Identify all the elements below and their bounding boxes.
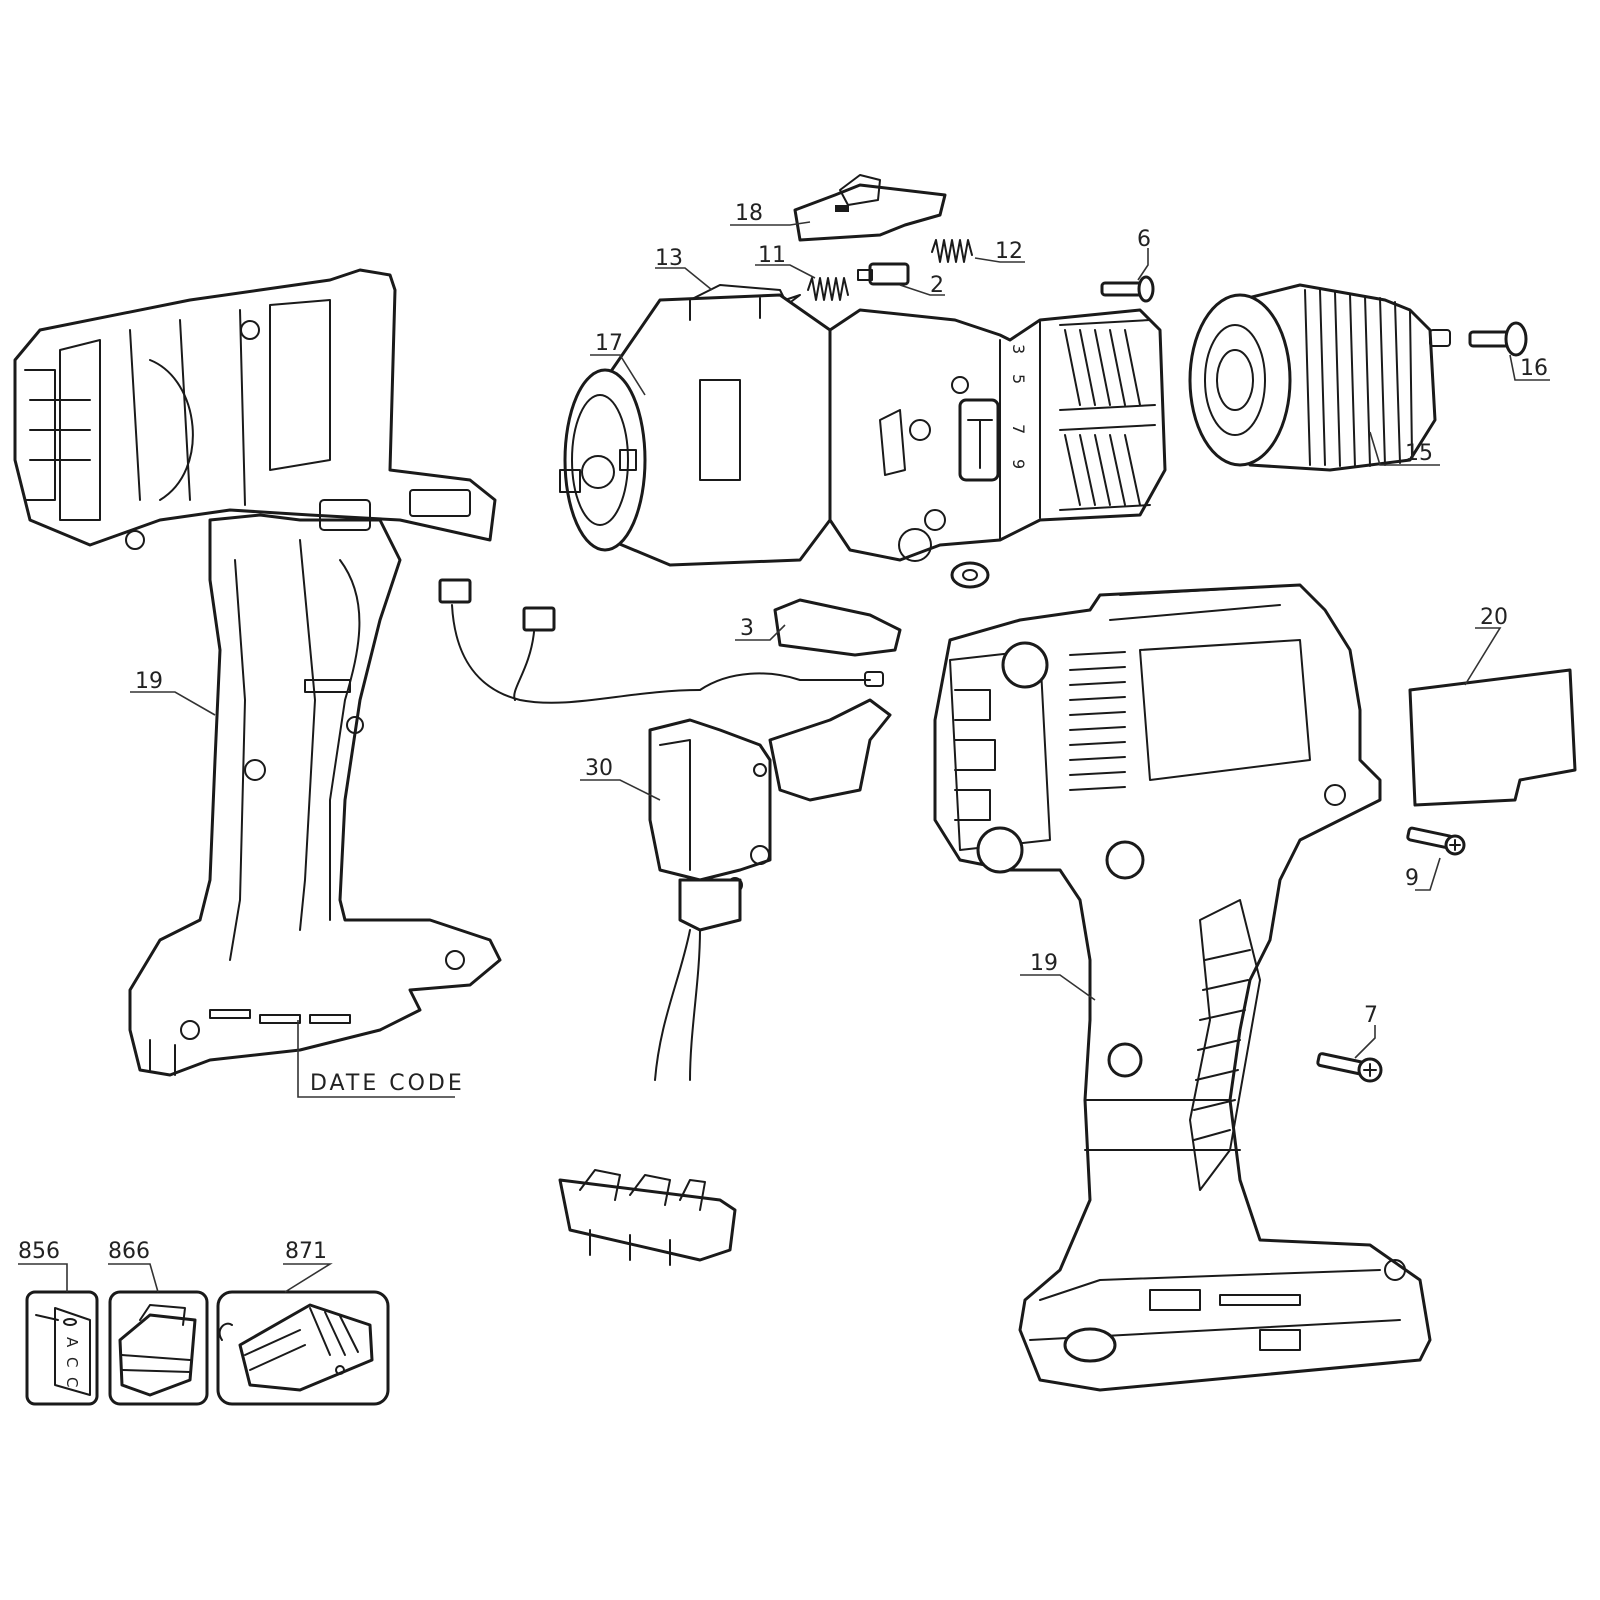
spring-11	[807, 277, 849, 301]
inset-856-labels: A C C	[25, 1290, 99, 1406]
left-housing-half	[13, 268, 502, 1077]
right-housing-half	[933, 583, 1432, 1392]
inset-871-charger	[216, 1290, 390, 1406]
callout-18: 18	[735, 201, 763, 226]
callout-16: 16	[1520, 356, 1548, 381]
chuck	[1188, 283, 1451, 472]
callout-11: 11	[758, 243, 786, 268]
callout-12: 12	[995, 239, 1023, 264]
callout-19-right: 19	[1030, 951, 1058, 976]
date-code-leader	[297, 1020, 455, 1098]
callout-7: 7	[1364, 1003, 1378, 1028]
trigger-switch	[558, 698, 892, 1266]
washer	[950, 561, 990, 589]
callout-13: 13	[655, 246, 683, 271]
callout-856: 856	[18, 1239, 60, 1264]
date-code-label: DATE CODE	[310, 1071, 465, 1096]
callout-3: 3	[740, 616, 754, 641]
switch-button-3	[773, 598, 902, 657]
shift-button	[793, 174, 947, 242]
screw-16	[1468, 321, 1528, 357]
clutch-number-4: 9	[1009, 459, 1028, 469]
screw-6	[1100, 275, 1155, 303]
wire-harness	[438, 578, 884, 704]
gearbox: 3 5 7 9	[828, 308, 1167, 562]
callout-9: 9	[1405, 866, 1419, 891]
inset-856-text-c: C	[63, 1377, 81, 1387]
callout-20: 20	[1480, 605, 1508, 630]
callout-19-left-leader	[130, 691, 216, 716]
screw-7	[1316, 1052, 1383, 1083]
clutch-number-2: 5	[1009, 374, 1028, 384]
clutch-number-1: 3	[1009, 344, 1028, 354]
inset-866-battery	[108, 1290, 209, 1406]
pin-2	[857, 262, 910, 286]
callout-19-left: 19	[135, 669, 163, 694]
callout-15: 15	[1405, 441, 1433, 466]
spring-12	[931, 239, 973, 263]
callout-871: 871	[285, 1239, 327, 1264]
callout-17: 17	[595, 331, 623, 356]
callout-30: 30	[585, 756, 613, 781]
inset-856-text-a: A	[63, 1337, 81, 1348]
clutch-number-3: 7	[1009, 424, 1028, 434]
hatched-ring	[1059, 319, 1156, 511]
inset-856-text-b: C	[63, 1357, 81, 1367]
callout-6: 6	[1137, 227, 1151, 252]
callout-2: 2	[930, 273, 944, 298]
callout-866: 866	[108, 1239, 150, 1264]
nameplate-label	[1408, 668, 1577, 807]
screw-9	[1406, 826, 1466, 856]
